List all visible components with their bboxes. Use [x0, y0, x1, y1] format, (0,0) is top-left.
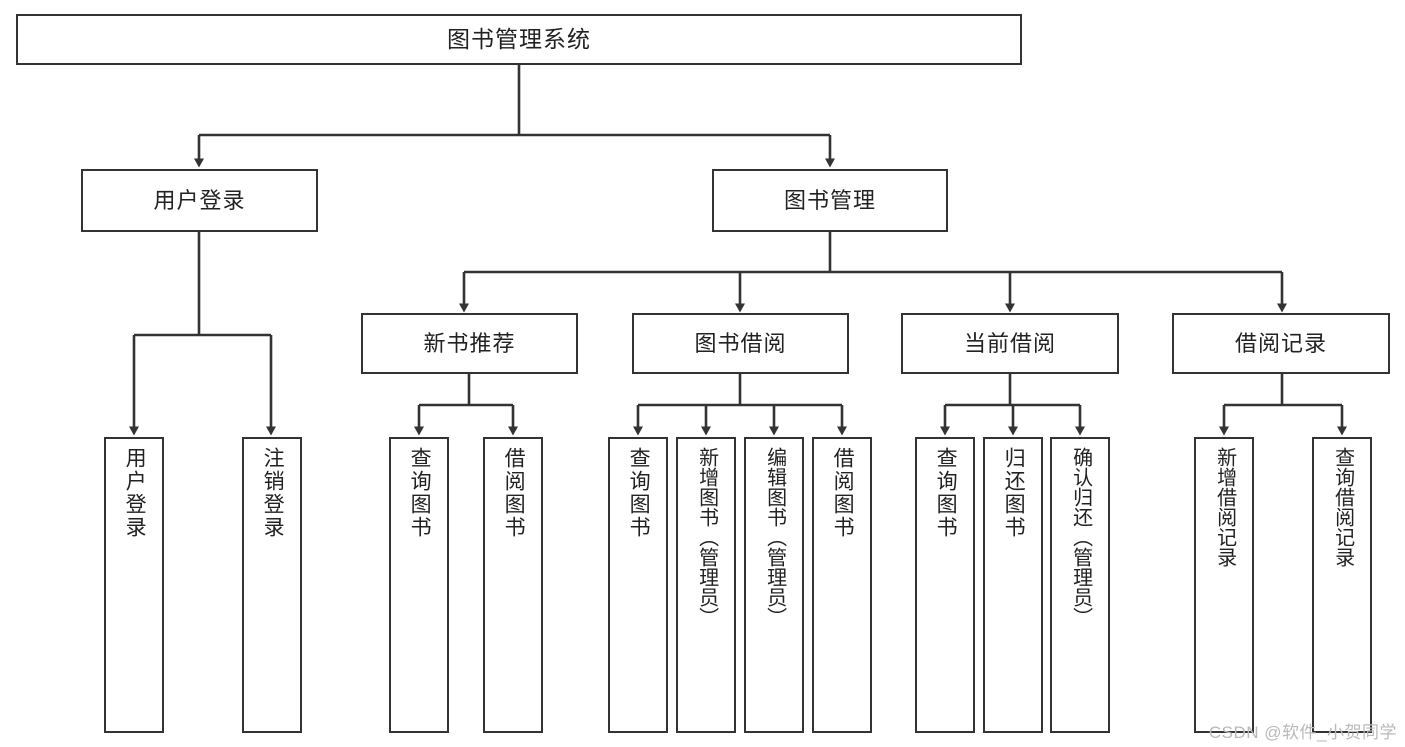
node-leaf-add-book[interactable]: 新增图书（管理员）: [676, 437, 736, 733]
node-root-system[interactable]: 图书管理系统: [16, 14, 1022, 65]
node-leaf-query-book-3[interactable]: 查询图书: [915, 437, 975, 733]
node-leaf-borrow-book-2[interactable]: 借阅图书: [812, 437, 872, 733]
node-current-borrow[interactable]: 当前借阅: [901, 313, 1119, 374]
node-label: 图书管理系统: [447, 25, 591, 52]
node-label: 查询图书: [627, 447, 651, 539]
node-label: 归还图书: [1002, 447, 1026, 539]
node-leaf-query-book-2[interactable]: 查询图书: [608, 437, 668, 733]
node-leaf-logout-login[interactable]: 注销登录: [242, 437, 302, 733]
node-label: 新增借阅记录: [1213, 447, 1236, 567]
node-leaf-return-book[interactable]: 归还图书: [983, 437, 1043, 733]
node-leaf-confirm-return[interactable]: 确认归还（管理员）: [1050, 437, 1110, 733]
node-label: 新增图书（管理员）: [695, 447, 718, 627]
node-borrow-record[interactable]: 借阅记录: [1172, 313, 1390, 374]
node-label: 借阅图书: [831, 447, 855, 539]
node-label: 用户登录: [153, 187, 246, 213]
node-label: 查询借阅记录: [1331, 447, 1354, 567]
node-label: 用户登录: [123, 447, 147, 539]
node-label: 编辑图书（管理员）: [763, 447, 786, 627]
node-label: 确认归还（管理员）: [1069, 447, 1092, 627]
node-leaf-borrow-book-1[interactable]: 借阅图书: [483, 437, 543, 733]
node-leaf-add-record[interactable]: 新增借阅记录: [1194, 437, 1254, 733]
node-leaf-query-record[interactable]: 查询借阅记录: [1312, 437, 1372, 733]
node-label: 借阅图书: [502, 447, 526, 539]
node-book-manage[interactable]: 图书管理: [712, 169, 948, 232]
node-book-borrow[interactable]: 图书借阅: [632, 313, 849, 374]
node-label: 查询图书: [408, 447, 432, 539]
node-leaf-user-login[interactable]: 用户登录: [104, 437, 164, 733]
node-label: 当前借阅: [963, 330, 1056, 356]
node-leaf-query-book-1[interactable]: 查询图书: [389, 437, 449, 733]
node-label: 注销登录: [261, 447, 285, 539]
node-label: 查询图书: [934, 447, 958, 539]
node-user-login[interactable]: 用户登录: [81, 169, 318, 232]
node-new-book-recommend[interactable]: 新书推荐: [361, 313, 578, 374]
node-label: 新书推荐: [423, 330, 516, 356]
node-label: 图书管理: [783, 187, 876, 213]
node-label: 借阅记录: [1234, 330, 1327, 356]
watermark: CSDN @软件_小贺同学: [1208, 723, 1397, 742]
node-leaf-edit-book[interactable]: 编辑图书（管理员）: [744, 437, 804, 733]
node-label: 图书借阅: [694, 330, 787, 356]
